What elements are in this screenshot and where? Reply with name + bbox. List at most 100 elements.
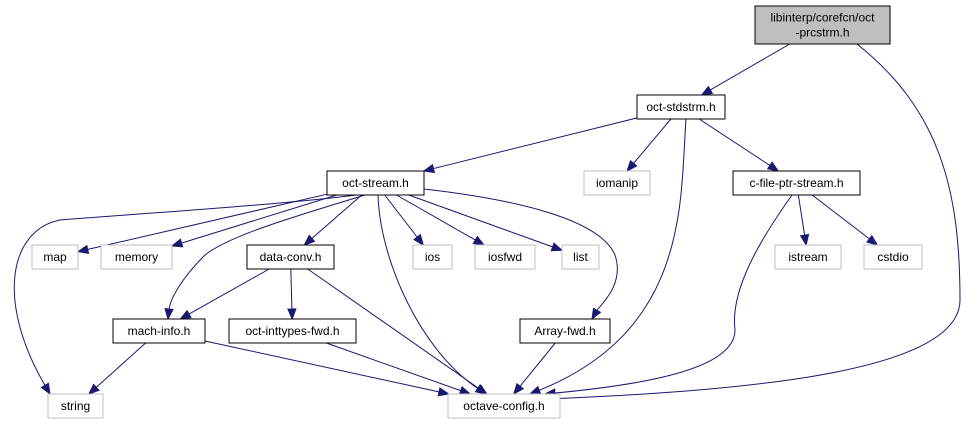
node-oct-stdstrm[interactable]: oct-stdstrm.h bbox=[636, 94, 726, 120]
node-iomanip-label: iomanip bbox=[596, 176, 638, 190]
edge-oct-stdstrm-to-iomanip-line bbox=[632, 118, 672, 165]
edge-oct-stream-to-ios bbox=[384, 194, 425, 247]
edge-data-conv-to-octave-config-line bbox=[307, 268, 480, 390]
edge-oct-stream-to-map bbox=[76, 193, 328, 254]
node-oct-stream-box bbox=[326, 170, 425, 196]
node-string[interactable]: string bbox=[47, 393, 104, 419]
node-oct-inttypes-fwd[interactable]: oct-inttypes-fwd.h bbox=[228, 318, 357, 344]
node-data-conv-label: data-conv.h bbox=[260, 250, 322, 264]
node-oct-stream[interactable]: oct-stream.h bbox=[326, 170, 425, 196]
node-octave-config-box bbox=[447, 393, 561, 419]
edge-oct-stream-to-memory-arrowhead bbox=[170, 238, 184, 248]
node-mach-info-box bbox=[112, 318, 206, 344]
edge-oct-stdstrm-to-c-file-ptr-stream-line bbox=[698, 118, 772, 167]
edge-oct-stream-to-memory-line bbox=[180, 194, 337, 244]
node-list-box bbox=[561, 244, 600, 270]
node-oct-inttypes-fwd-label: oct-inttypes-fwd.h bbox=[245, 324, 339, 338]
node-iomanip[interactable]: iomanip bbox=[583, 170, 651, 196]
node-list[interactable]: list bbox=[561, 244, 600, 270]
node-map[interactable]: map bbox=[31, 244, 79, 270]
edge-data-conv-to-oct-inttypes-fwd-line bbox=[290, 268, 293, 311]
node-oct-prcstrm[interactable]: libinterp/corefcn/oct-prcstrm.h bbox=[754, 5, 891, 45]
edge-data-conv-to-octave-config bbox=[307, 268, 488, 395]
edge-c-file-ptr-stream-to-istream-arrowhead bbox=[799, 233, 810, 247]
edge-data-conv-to-octave-config-arrowhead bbox=[475, 384, 488, 395]
node-iosfwd[interactable]: iosfwd bbox=[474, 244, 536, 270]
edge-oct-stream-to-array-fwd-arrowhead bbox=[591, 307, 602, 321]
node-cstdio-label: cstdio bbox=[877, 250, 909, 264]
edge-mach-info-to-string-arrowhead bbox=[87, 383, 100, 395]
node-istream-label: istream bbox=[788, 250, 827, 264]
node-ios-label: ios bbox=[425, 250, 440, 264]
edge-oct-inttypes-fwd-to-octave-config-line bbox=[326, 342, 462, 392]
edge-oct-inttypes-fwd-to-octave-config bbox=[326, 342, 472, 395]
node-ios-box bbox=[412, 244, 453, 270]
edges-layer bbox=[13, 43, 961, 404]
edge-oct-stdstrm-to-octave-config-arrowhead bbox=[528, 385, 542, 395]
edge-mach-info-to-string bbox=[87, 342, 146, 395]
edge-data-conv-to-mach-info-line bbox=[187, 268, 270, 316]
edge-oct-stream-to-iosfwd-arrowhead bbox=[472, 235, 486, 246]
edge-c-file-ptr-stream-to-istream-line bbox=[797, 194, 806, 237]
node-oct-prcstrm-box bbox=[754, 5, 891, 45]
node-oct-stdstrm-box bbox=[636, 94, 726, 120]
edge-oct-stream-to-ios-arrowhead bbox=[413, 233, 425, 247]
node-oct-stream-label: oct-stream.h bbox=[342, 176, 409, 190]
edge-oct-stream-to-data-conv-arrowhead bbox=[303, 234, 316, 246]
node-iomanip-box bbox=[583, 170, 651, 196]
node-data-conv[interactable]: data-conv.h bbox=[246, 244, 335, 270]
node-cstdio-box bbox=[863, 244, 923, 270]
edge-oct-stream-to-list bbox=[408, 194, 564, 252]
edge-c-file-ptr-stream-to-octave-config-line bbox=[553, 194, 793, 394]
edge-oct-stream-to-map-arrowhead bbox=[76, 244, 90, 254]
edge-oct-stream-to-string-line bbox=[13, 194, 357, 387]
node-istream[interactable]: istream bbox=[774, 244, 842, 270]
edge-c-file-ptr-stream-to-istream bbox=[797, 194, 810, 247]
edge-mach-info-to-octave-config-line bbox=[204, 340, 441, 393]
edge-oct-prcstrm-to-octave-config-line bbox=[556, 43, 961, 400]
node-c-file-ptr-stream[interactable]: c-file-ptr-stream.h bbox=[732, 170, 861, 196]
edge-data-conv-to-oct-inttypes-fwd bbox=[287, 268, 297, 321]
edge-data-conv-to-oct-inttypes-fwd-arrowhead bbox=[287, 308, 297, 321]
edge-mach-info-to-octave-config bbox=[204, 340, 451, 397]
node-map-label: map bbox=[43, 250, 67, 264]
edge-oct-stream-to-data-conv-line bbox=[310, 194, 363, 240]
edge-oct-stdstrm-to-c-file-ptr-stream-arrowhead bbox=[766, 161, 780, 172]
edge-oct-stream-to-octave-config bbox=[377, 194, 488, 395]
node-memory[interactable]: memory bbox=[100, 244, 173, 270]
node-mach-info[interactable]: mach-info.h bbox=[112, 318, 206, 344]
edge-oct-stdstrm-to-oct-stream-line bbox=[432, 117, 638, 170]
edge-oct-stdstrm-to-oct-stream-arrowhead bbox=[422, 163, 436, 174]
edge-oct-stream-to-iosfwd-line bbox=[396, 194, 477, 241]
node-ios[interactable]: ios bbox=[412, 244, 453, 270]
edge-oct-stream-to-mach-info-arrowhead bbox=[164, 308, 174, 321]
edge-oct-inttypes-fwd-to-octave-config-arrowhead bbox=[458, 386, 472, 395]
edge-oct-stream-to-memory bbox=[170, 194, 337, 248]
edge-oct-stream-to-string bbox=[13, 194, 357, 396]
node-cstdio[interactable]: cstdio bbox=[863, 244, 923, 270]
node-data-conv-box bbox=[246, 244, 335, 270]
node-oct-prcstrm-label: -prcstrm.h bbox=[796, 26, 850, 40]
edge-oct-prcstrm-to-octave-config bbox=[546, 43, 961, 404]
node-map-box bbox=[31, 244, 79, 270]
edge-oct-stream-to-string-arrowhead bbox=[40, 382, 51, 396]
edge-oct-stdstrm-to-octave-config bbox=[528, 118, 687, 395]
edge-oct-stdstrm-to-c-file-ptr-stream bbox=[698, 118, 780, 172]
nodes-layer: libinterp/corefcn/oct-prcstrm.h oct-stdst… bbox=[31, 5, 923, 419]
node-oct-stdstrm-label: oct-stdstrm.h bbox=[646, 100, 715, 114]
node-octave-config[interactable]: octave-config.h bbox=[447, 393, 561, 419]
edge-oct-stream-to-map-line bbox=[86, 193, 328, 251]
edge-array-fwd-to-octave-config-arrowhead bbox=[512, 382, 525, 396]
edge-oct-stream-to-array-fwd bbox=[423, 188, 618, 321]
node-array-fwd[interactable]: Array-fwd.h bbox=[519, 318, 611, 344]
node-list-label: list bbox=[573, 250, 588, 264]
node-mach-info-label: mach-info.h bbox=[128, 324, 191, 338]
edge-oct-stdstrm-to-iomanip bbox=[626, 118, 672, 173]
node-iosfwd-label: iosfwd bbox=[488, 250, 522, 264]
node-istream-box bbox=[774, 244, 842, 270]
edge-oct-stream-to-array-fwd-line bbox=[423, 188, 618, 312]
edge-oct-stream-to-list-line bbox=[408, 194, 554, 248]
edge-oct-stream-to-ios-line bbox=[384, 194, 419, 239]
node-string-box bbox=[47, 393, 104, 419]
